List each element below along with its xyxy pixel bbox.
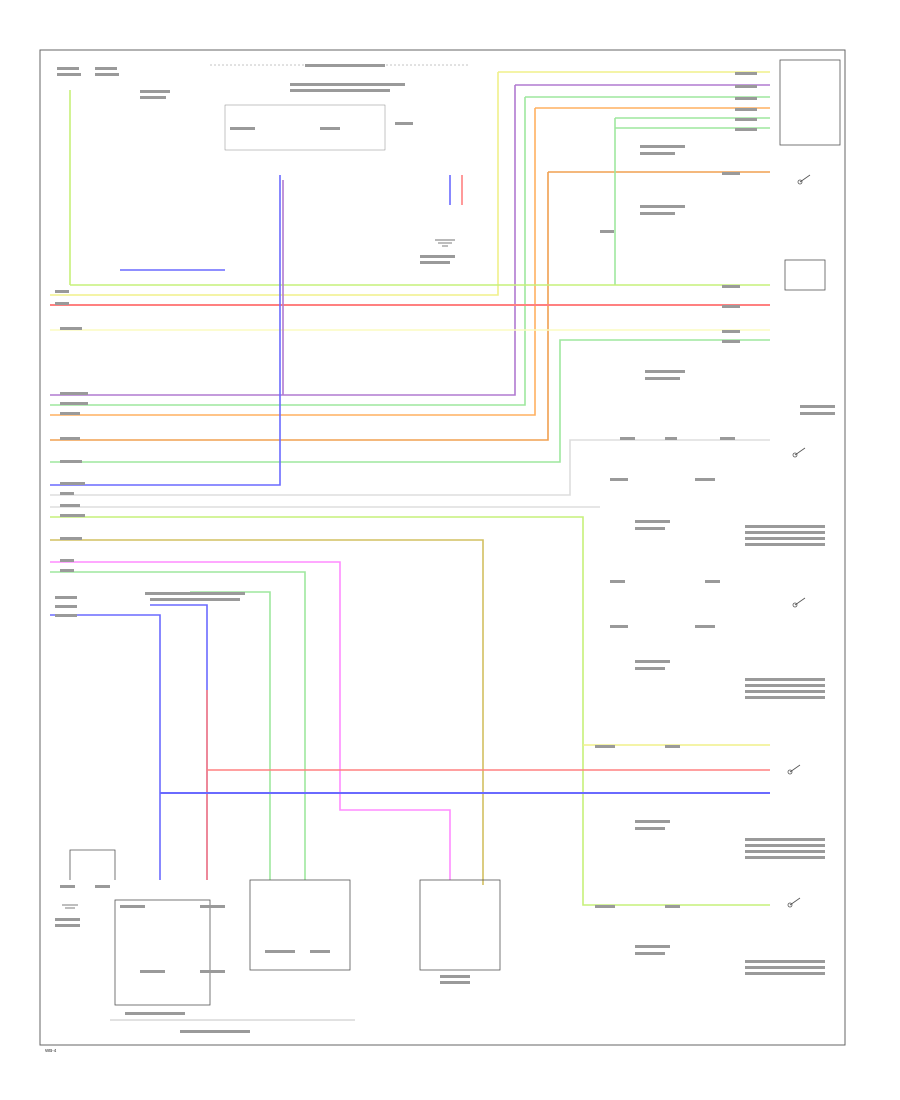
wire-yellow-top — [50, 72, 499, 296]
connector-label-marks — [55, 64, 835, 1033]
diagram-frame — [39, 49, 846, 1046]
wire-brown-top — [50, 172, 549, 441]
wire-magenta — [50, 561, 451, 880]
wire-green-lower — [50, 339, 770, 463]
wire-gray-1 — [50, 439, 770, 496]
wire-bus — [50, 71, 770, 906]
wire-violet-top — [50, 85, 516, 396]
ground-symbols — [62, 239, 455, 909]
wire-blue-v2 — [150, 604, 208, 880]
wire-orange-top — [50, 108, 536, 416]
wire-blue-lower — [50, 175, 281, 486]
wire-green-relay-2 — [190, 591, 271, 880]
footer-code: WB-4 — [45, 1048, 57, 1053]
wire-green-top — [50, 97, 526, 406]
right-switch-stack — [784, 174, 826, 908]
combination-meter-box — [779, 59, 841, 146]
door-lock-assembly — [69, 849, 501, 1021]
wire-green-relay-1 — [50, 571, 306, 880]
wire-lime-lower — [50, 516, 770, 906]
wire-blue-v — [50, 614, 161, 880]
door-lock-control-box — [224, 104, 386, 151]
